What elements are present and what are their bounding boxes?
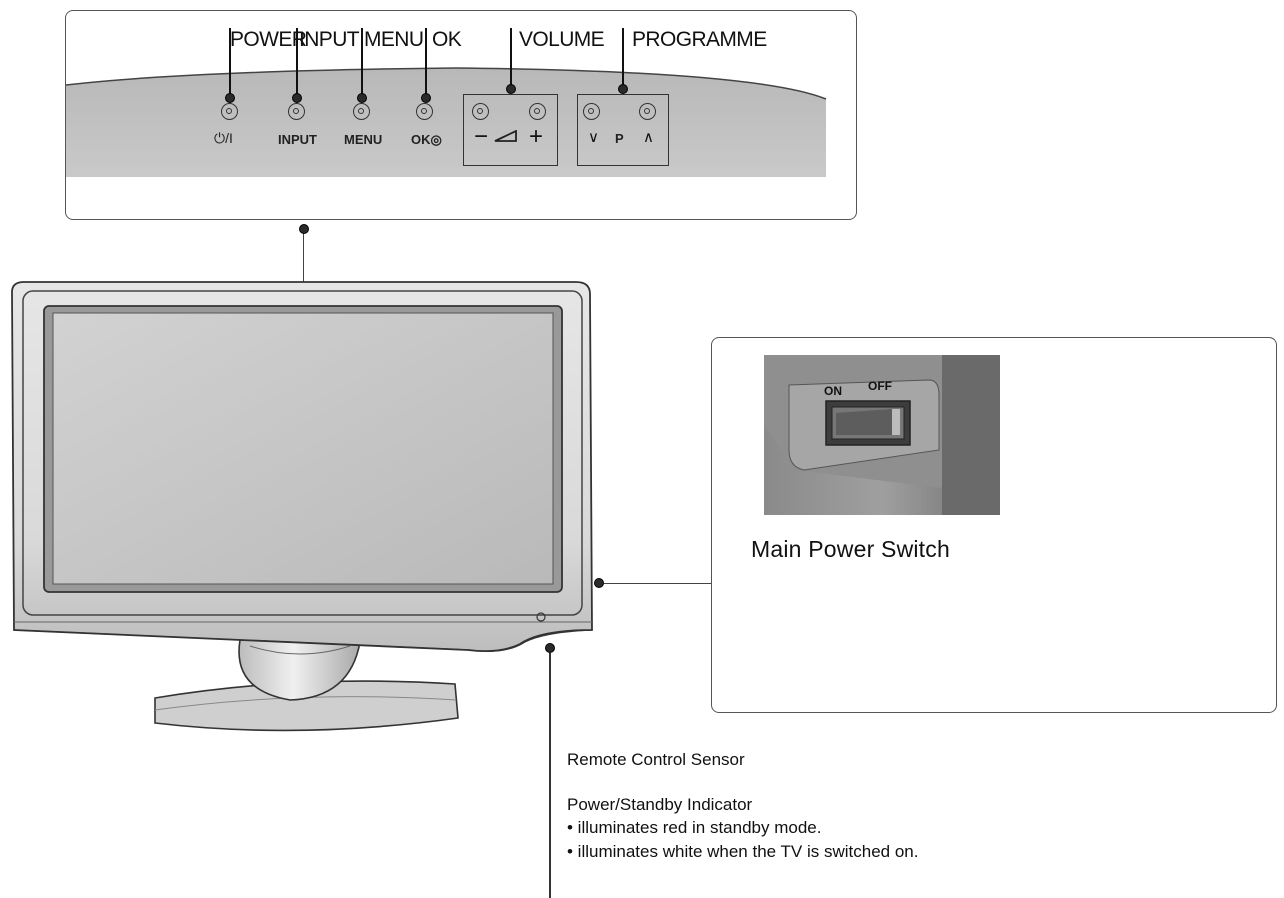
tv-illustration: [11, 281, 593, 732]
label-volume: VOLUME: [519, 28, 605, 51]
volume-button-group: [463, 94, 558, 166]
power-dot: [225, 93, 235, 103]
programme-dot: [618, 84, 628, 94]
volume-up-button: [529, 103, 546, 120]
standby-indicator-title: Power/Standby Indicator: [567, 795, 753, 814]
power-leader-line: [229, 28, 231, 98]
programme-up-label: ∧: [643, 129, 654, 146]
switch-connector-line: [604, 583, 712, 584]
input-dot: [292, 93, 302, 103]
volume-dot: [506, 84, 516, 94]
programme-p-label: P: [615, 131, 624, 146]
menu-button-label: MENU: [344, 132, 383, 147]
label-programme: PROGRAMME: [632, 28, 767, 51]
sensor-leader-line: [549, 653, 551, 898]
power-button: [221, 103, 238, 120]
menu-dot: [357, 93, 367, 103]
sensor-connector-dot: [545, 643, 555, 653]
ok-dot: [421, 93, 431, 103]
input-button-label: INPUT: [278, 132, 317, 147]
volume-down-button: [472, 103, 489, 120]
programme-down-label: ∨: [588, 129, 599, 146]
programme-leader-line: [622, 28, 624, 88]
control-panel-strip: [66, 67, 827, 177]
ok-button: [416, 103, 433, 120]
ok-leader-line: [425, 28, 427, 98]
label-input: INPUT: [299, 28, 360, 51]
standby-bullet-1: • illuminates red in standby mode.: [567, 818, 822, 837]
volume-ramp-icon: [494, 130, 517, 142]
menu-button: [353, 103, 370, 120]
input-leader-line: [296, 28, 298, 98]
switch-off-label: OFF: [868, 379, 892, 393]
panel-connector-line: [303, 229, 304, 289]
programme-up-button: [639, 103, 656, 120]
label-power: POWER: [230, 28, 307, 51]
programme-button-group: [577, 94, 669, 166]
panel-connector-dot: [299, 224, 309, 234]
volume-leader-line: [510, 28, 512, 88]
remote-sensor-title: Remote Control Sensor: [567, 750, 745, 769]
switch-connector-dot: [594, 578, 604, 588]
volume-plus-label: +: [529, 123, 544, 150]
main-power-switch-image: ON OFF: [764, 355, 1000, 515]
programme-down-button: [583, 103, 600, 120]
switch-on-label: ON: [824, 384, 842, 398]
menu-leader-line: [361, 28, 363, 98]
main-power-switch-title: Main Power Switch: [751, 536, 950, 562]
standby-bullet-2: • illuminates white when the TV is switc…: [567, 842, 919, 861]
label-ok: OK: [432, 28, 462, 51]
label-menu: MENU: [364, 28, 424, 51]
volume-minus-label: −: [474, 123, 489, 150]
ok-button-label: OK◎: [411, 132, 442, 147]
input-button: [288, 103, 305, 120]
power-symbol-label: ⏻/I: [214, 130, 233, 146]
